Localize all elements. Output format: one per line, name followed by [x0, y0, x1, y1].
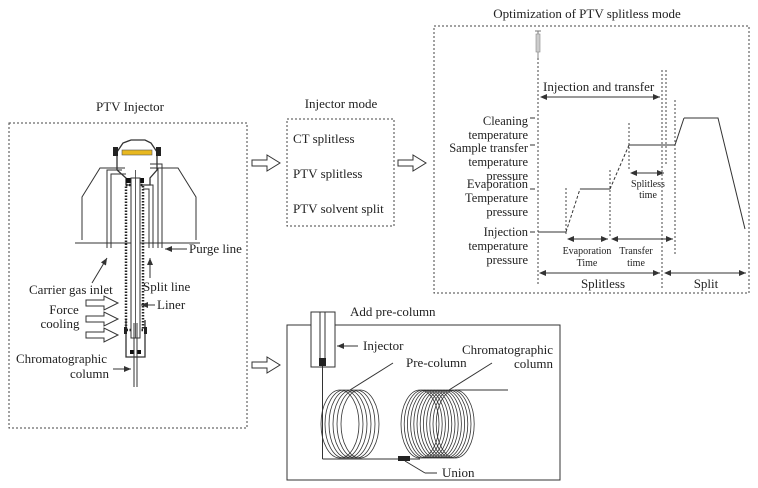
coil-loop	[400, 389, 440, 459]
injector-label: Injector	[363, 338, 404, 353]
y-label-sample-transfer-2: temperature	[468, 155, 528, 169]
chrom-column-label-1: Chromatographic	[462, 342, 553, 357]
y-label-evaporation-3: pressure	[486, 205, 528, 219]
seal-left-icon	[113, 147, 118, 156]
temperature-program-line	[538, 117, 746, 233]
transfer-time-label-1: Transfer	[619, 246, 653, 257]
transfer-time-label-2: time	[627, 258, 645, 269]
y-label-evaporation-1: Evaporation	[467, 177, 529, 191]
coil-loop	[413, 389, 453, 459]
split-line-label: Split line	[143, 279, 191, 294]
optimization-title: Optimization of PTV splitless mode	[493, 6, 681, 21]
y-label-injection-1: Injection	[484, 225, 529, 239]
carrier-gas-pointer	[91, 257, 108, 284]
coil-loop	[406, 389, 446, 459]
coil-loop	[320, 389, 360, 459]
syringe-icon	[535, 30, 541, 58]
arrow-to-pre-column-icon	[251, 356, 281, 374]
septum-icon	[121, 149, 153, 156]
evaporation-time-label-1: Evaporation	[563, 246, 612, 257]
liner-label: Liner	[157, 297, 186, 312]
y-label-sample-transfer-1: Sample transfer	[449, 141, 529, 155]
coil-loop	[422, 389, 462, 459]
injector-mode-title: Injector mode	[305, 96, 378, 111]
union-icon	[398, 456, 410, 461]
pre-column-label: Pre-column	[406, 355, 467, 370]
y-label-evaporation-2: Temperature	[465, 191, 528, 205]
carrier-gas-inlet-label: Carrier gas inlet	[29, 282, 113, 297]
y-label-cleaning-1: Cleaning	[483, 114, 529, 128]
chrom-column-coil-icon	[400, 389, 475, 459]
y-label-cleaning-2: temperature	[468, 128, 528, 142]
mode-ptv-solvent-split: PTV solvent split	[293, 201, 384, 216]
seal-right-icon	[156, 147, 161, 156]
coil-loop	[332, 389, 372, 459]
optimization-panel: Optimization of PTV splitless mode Clean…	[433, 6, 750, 294]
coil-loop	[336, 389, 376, 459]
injector-body-icon	[75, 139, 200, 387]
mode-ptv-splitless: PTV splitless	[293, 166, 362, 181]
ptv-injector-frame	[8, 122, 248, 429]
force-cooling-label-2: cooling	[41, 316, 80, 331]
force-cooling-label-1: Force	[49, 302, 79, 317]
splitless-time-label-1: Splitless	[631, 179, 665, 190]
splitless-time-label-2: time	[639, 190, 657, 201]
y-label-injection-2: temperature	[468, 239, 528, 253]
ptv-injector-title: PTV Injector	[96, 99, 165, 114]
coil-loop	[416, 389, 456, 459]
pre-column-title: Add pre-column	[350, 304, 436, 319]
optimization-frame	[433, 25, 750, 294]
cooling-arrow-icon	[85, 311, 120, 327]
coil-loop	[432, 389, 472, 459]
coil-loop	[419, 389, 459, 459]
injector-mode-panel: Injector mode CT splitless PTV splitless…	[286, 96, 395, 227]
y-label-injection-3: pressure	[486, 253, 528, 267]
split-label: Split	[694, 276, 719, 291]
coil-loop	[328, 389, 368, 459]
coil-loop	[324, 389, 364, 459]
pre-column-frame	[286, 324, 561, 481]
ptv-injector-panel: PTV Injector	[8, 99, 248, 429]
force-cooling-arrows	[85, 295, 120, 343]
splitless-label: Splitless	[581, 276, 625, 291]
injector-mode-frame	[286, 118, 395, 227]
pre-column-coil-icon	[320, 389, 380, 459]
chrom-column-label-1: Chromatographic	[16, 351, 107, 366]
arrow-to-optimization-icon	[397, 154, 427, 172]
mode-ct-splitless: CT splitless	[293, 131, 355, 146]
coil-loop	[403, 389, 443, 459]
evaporation-time-label-2: Time	[577, 258, 598, 269]
coil-loop	[340, 389, 380, 459]
injection-transfer-label: Injection and transfer	[543, 79, 655, 94]
coil-loop	[410, 389, 450, 459]
cooling-arrow-icon	[85, 295, 120, 311]
injector-tube-icon	[310, 311, 336, 459]
coil-loop	[429, 389, 469, 459]
union-label: Union	[442, 465, 475, 480]
cooling-arrow-icon	[85, 327, 120, 343]
pre-column-panel: Add pre-column Injector Union Pre-column…	[286, 304, 561, 481]
chrom-column-label-2: column	[70, 366, 109, 381]
arrow-to-injector-mode-icon	[251, 154, 281, 172]
chrom-column-label-2: column	[514, 356, 553, 371]
y-label-sample-transfer-3: pressure	[486, 169, 528, 183]
purge-line-label: Purge line	[189, 241, 242, 256]
coil-loop	[426, 389, 466, 459]
